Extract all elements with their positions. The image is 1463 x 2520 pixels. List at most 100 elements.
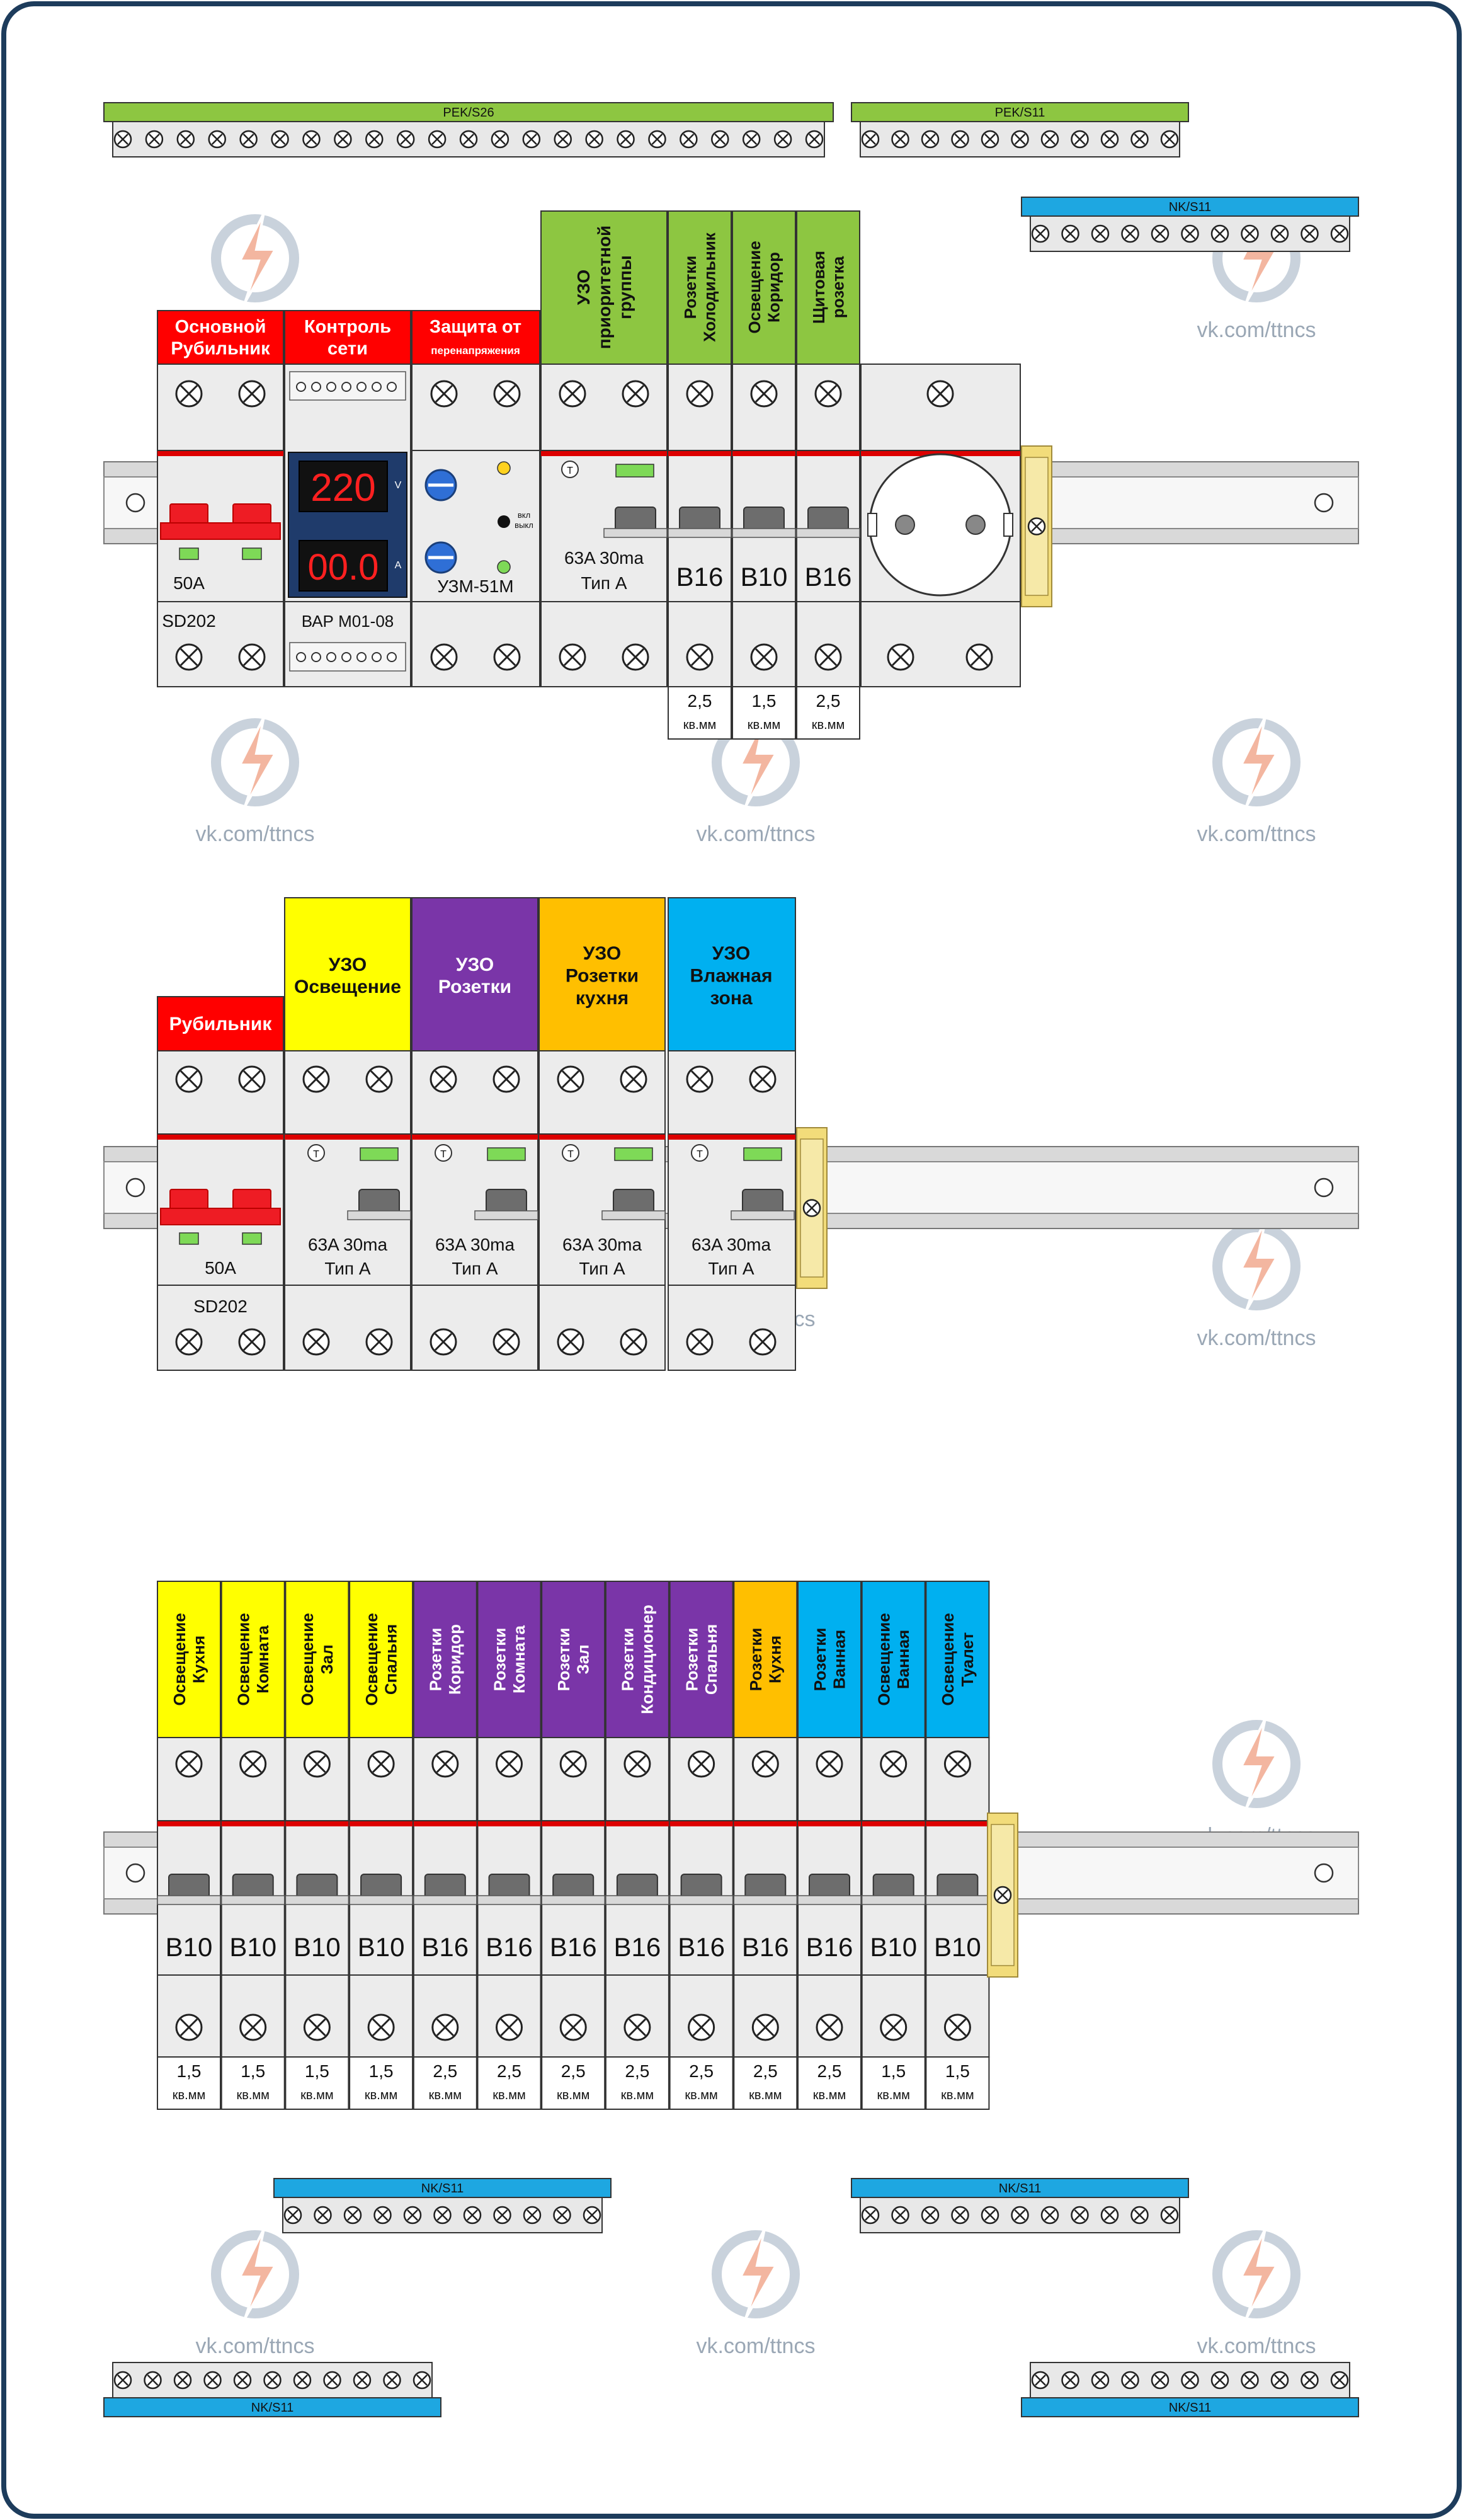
- label-rcd-priority: [540, 210, 668, 365]
- bus-screw-icon: [523, 2206, 542, 2225]
- meter-pin-icon: [372, 652, 382, 662]
- terminal-screw-icon: [943, 1750, 971, 1778]
- rcd-rating: 63A 30ma: [692, 1235, 771, 1254]
- breaker-rating: B10: [166, 1932, 213, 1962]
- breaker-lever: [358, 1189, 400, 1214]
- breaker-lever: [360, 1874, 402, 1899]
- breaker-rating: B10: [870, 1932, 917, 1962]
- label-circuit: [413, 1581, 477, 1738]
- bus-screw-icon: [802, 1199, 821, 1217]
- bus-screw-icon: [1241, 2371, 1259, 2390]
- terminal-screw-icon: [686, 380, 714, 408]
- breaker-rating: B10: [293, 1932, 341, 1962]
- breaker-lever: [613, 1189, 654, 1214]
- bus-screw-icon: [921, 2206, 940, 2225]
- label-circuit-text: Освещение: [170, 1613, 189, 1705]
- label-rcd-group: [284, 897, 411, 1051]
- wire-unit: кв.мм: [748, 718, 780, 732]
- breaker-lever: [552, 1874, 595, 1899]
- wire-label: [285, 2056, 350, 2110]
- wire-unit: кв.мм: [877, 2088, 909, 2102]
- bus-screw-icon: [493, 2206, 511, 2225]
- indicator: [179, 1232, 199, 1245]
- wire-unit: кв.мм: [173, 2088, 205, 2102]
- bus-screw-icon: [1071, 130, 1089, 149]
- wire-label: [925, 2056, 990, 2110]
- terminal-screw-icon: [880, 1750, 908, 1778]
- bus-screw-icon: [1091, 224, 1110, 243]
- current-readout: 00.0: [308, 547, 379, 588]
- wire-label: [668, 686, 732, 740]
- terminal-screw-icon: [887, 643, 914, 671]
- switch-bar: [160, 1208, 281, 1225]
- meter-pin-icon: [296, 652, 306, 662]
- bus-label: NK/S11: [251, 2401, 293, 2415]
- bus-screw-icon: [583, 2206, 601, 2225]
- label-meter: [284, 310, 411, 365]
- bus-screw-icon: [1210, 2371, 1229, 2390]
- label-rcd-group: [668, 897, 796, 1051]
- bus-screw-icon: [239, 130, 258, 149]
- bus-screw-icon: [353, 2371, 372, 2390]
- wire-size: 2,5: [561, 2061, 586, 2081]
- terminal-screw-icon: [175, 2013, 203, 2041]
- panel-2-rcd: РубильникУЗООсвещениеУЗОРозеткиУЗОРозетк…: [103, 897, 1359, 1371]
- label-fridge: [668, 210, 732, 365]
- label-meter-text: сети: [327, 338, 368, 358]
- terminal-screw-icon: [238, 1065, 266, 1093]
- label-rcd-group-text: УЗО: [712, 943, 750, 964]
- terminal-screw-icon: [175, 380, 203, 408]
- label-switch: [157, 996, 284, 1051]
- breaker-rating: B16: [678, 1932, 725, 1962]
- rcd-rating: 63A 30ma: [308, 1235, 388, 1254]
- bus-screw-icon: [1040, 2206, 1059, 2225]
- bus-label-bar: [103, 102, 834, 122]
- wire-label: [157, 2056, 221, 2110]
- label-rcd-group-text: УЗО: [583, 943, 621, 964]
- rcd-rating: 63A 30ma: [564, 548, 644, 568]
- bus-screw-icon: [1330, 224, 1349, 243]
- breaker-lever: [936, 1874, 979, 1899]
- bus-screw-icon: [1027, 517, 1046, 536]
- bus-screw-icon: [1270, 2371, 1289, 2390]
- rail-hole-icon: [125, 493, 145, 513]
- lever-base: [220, 1895, 285, 1905]
- indicator: [615, 464, 654, 478]
- label-switch-text: Рубильник: [169, 1014, 273, 1034]
- label-circuit-text: Кондиционер: [637, 1605, 656, 1714]
- rcd-test-button-icon: [561, 461, 579, 478]
- bus-screw-icon: [113, 2371, 132, 2390]
- bus-screw-icon: [463, 2206, 482, 2225]
- wire-label: [669, 2056, 734, 2110]
- bus-screw-icon: [617, 130, 635, 149]
- terminal-screw-icon: [623, 2013, 651, 2041]
- lever-base: [603, 528, 668, 538]
- bus-screw-icon: [459, 130, 478, 149]
- label-corridor-text: Освещение: [745, 241, 764, 333]
- wire-unit: кв.мм: [236, 2088, 269, 2102]
- label-circuit: [285, 1581, 350, 1738]
- label-main-switch-text: Основной: [175, 317, 266, 337]
- label-rcd-group-text: Розетки: [438, 976, 511, 997]
- rcd-type: Тип А: [579, 1259, 625, 1278]
- terminal-screw-icon: [623, 1750, 651, 1778]
- voltage-readout: 220: [310, 466, 375, 510]
- terminal-screw-icon: [430, 1328, 457, 1356]
- bus-screw-icon: [1011, 2206, 1029, 2225]
- rcd-test-button-icon: [691, 1144, 709, 1162]
- label-circuit-text: Зал: [317, 1644, 336, 1674]
- label-meter-text: Контроль: [304, 317, 391, 337]
- terminal-screw-icon: [686, 1328, 714, 1356]
- bus-screw-icon: [433, 2206, 452, 2225]
- breaker-lever: [486, 1189, 527, 1214]
- label-circuit: [157, 1581, 221, 1738]
- terminal-screw-icon: [686, 643, 714, 671]
- bus-label: PEK/S11: [995, 106, 1045, 120]
